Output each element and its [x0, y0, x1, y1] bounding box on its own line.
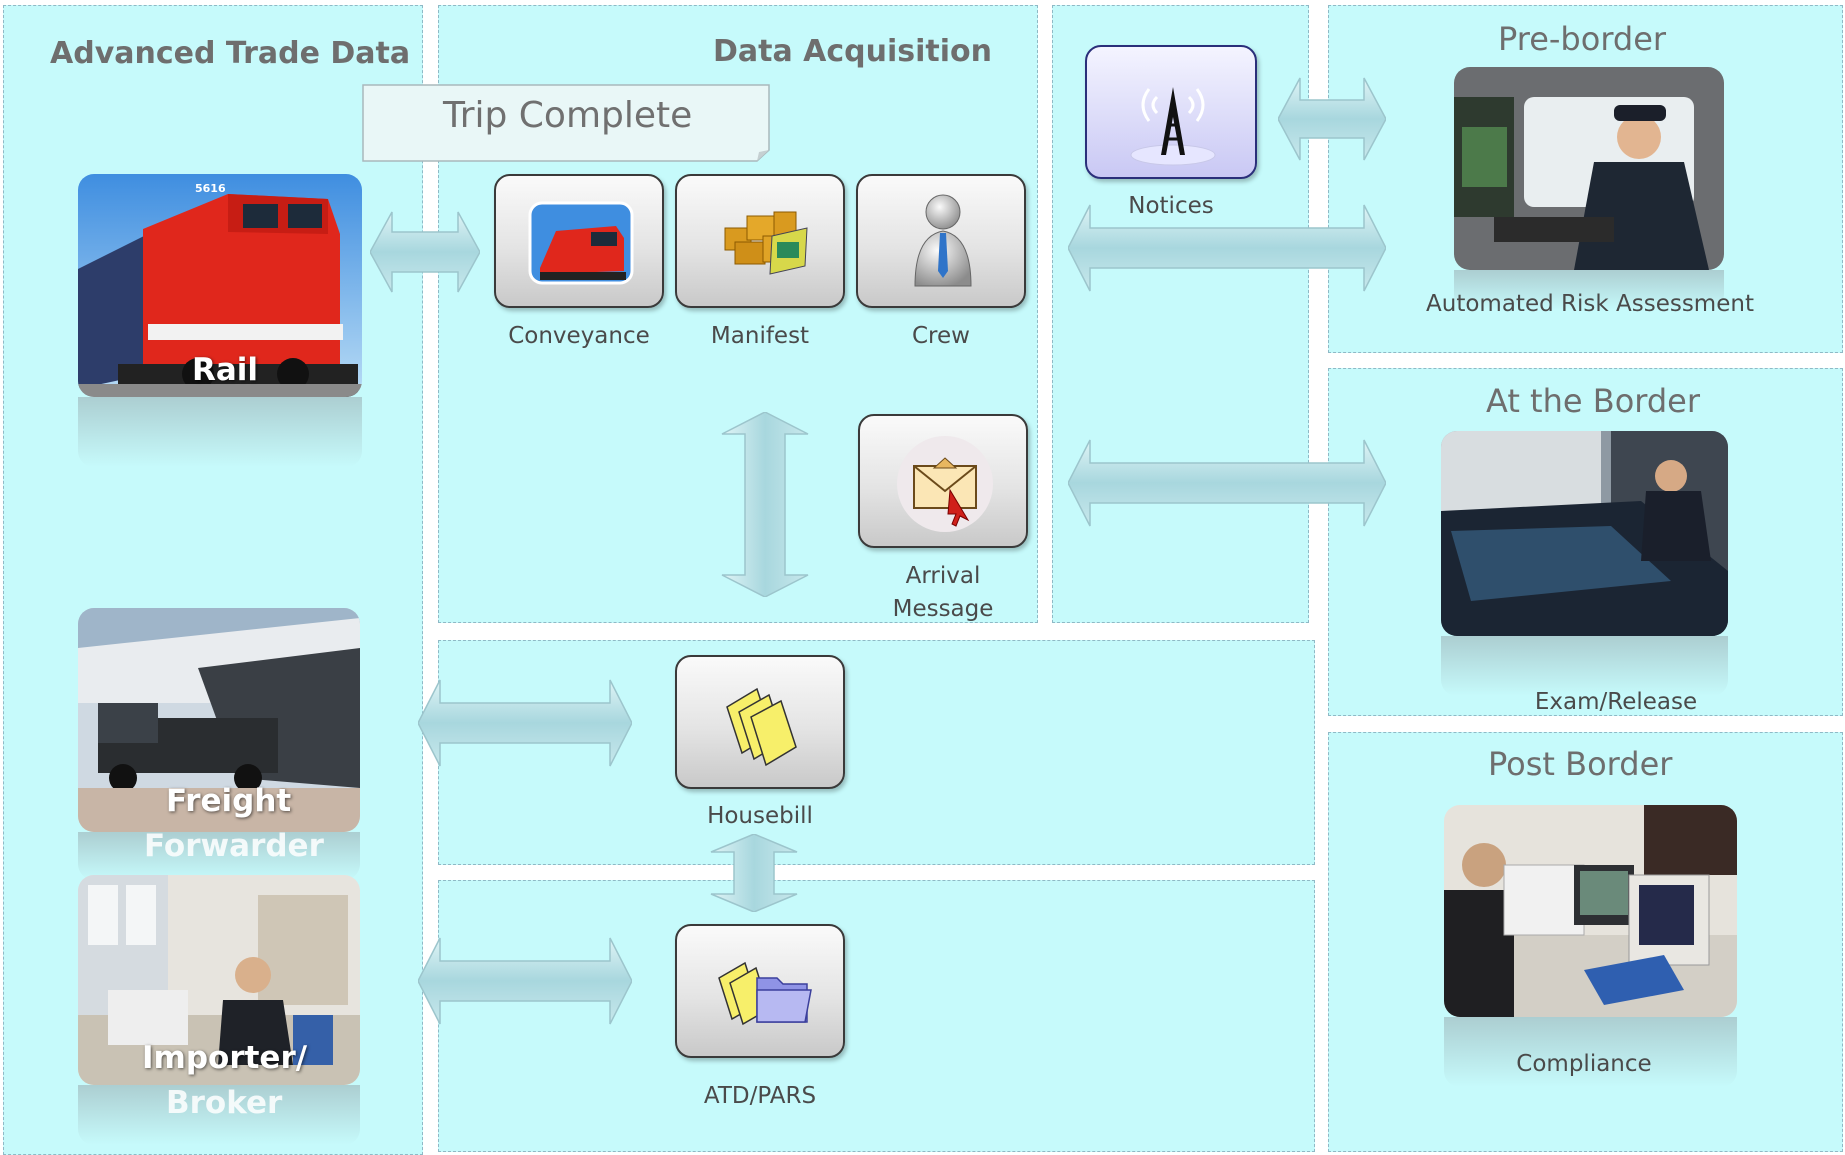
exam-release-photo: [1441, 431, 1728, 636]
housebill-atd-arrow: [710, 834, 798, 912]
rail-label: Rail: [192, 352, 259, 388]
arrival-message-label-line1: Arrival: [905, 563, 981, 589]
importer-broker-label-line2: Broker: [166, 1085, 283, 1121]
compliance-label: Compliance: [1516, 1051, 1652, 1077]
rail-photo: [78, 174, 362, 397]
freight-exchange-arrow: [418, 679, 632, 767]
crew-label: Crew: [912, 323, 970, 349]
trip-complete-callout: [362, 84, 770, 162]
border-exchange-arrow: [1068, 439, 1386, 527]
freight-forwarder-label-line1: Freight: [166, 783, 292, 819]
importer-broker-photo: [78, 875, 360, 1085]
rail-locomotive-number: 5616: [195, 182, 226, 195]
rail-exchange-arrow: [370, 211, 480, 293]
atd-pars-tile[interactable]: [675, 924, 845, 1058]
vertical-data-arrow: [721, 412, 809, 597]
trip-complete-label: Trip Complete: [443, 95, 693, 136]
atd-pars-label: ATD/PARS: [703, 1083, 817, 1109]
crew-tile[interactable]: [856, 174, 1026, 308]
conveyance-label: Conveyance: [508, 323, 650, 349]
freight-photo-reflection: [78, 832, 360, 880]
pre-border-title: Pre-border: [1498, 20, 1667, 58]
arrival-message-label-line2: Message: [892, 596, 994, 622]
conveyance-tile[interactable]: [494, 174, 664, 308]
risk-assessment-label: Automated Risk Assessment: [1426, 291, 1754, 317]
advanced-trade-data-title: Advanced Trade Data: [50, 36, 411, 71]
manifest-label: Manifest: [710, 323, 810, 349]
notices-tile[interactable]: [1085, 45, 1257, 179]
risk-assessment-photo: [1454, 67, 1724, 270]
manifest-tile[interactable]: [675, 174, 845, 308]
arrival-message-tile[interactable]: [858, 414, 1028, 548]
importer-exchange-arrow: [418, 937, 632, 1025]
housebill-panel: [438, 640, 1315, 865]
at-the-border-title: At the Border: [1486, 382, 1701, 420]
housebill-tile[interactable]: [675, 655, 845, 789]
freight-forwarder-photo: [78, 608, 360, 832]
housebill-label: Housebill: [707, 803, 813, 829]
risk-assessment-arrow: [1068, 204, 1386, 292]
compliance-photo: [1444, 805, 1737, 1017]
rail-photo-reflection: [78, 397, 362, 467]
notices-label: Notices: [1128, 193, 1214, 219]
exam-release-label: Exam/Release: [1534, 689, 1698, 715]
importer-broker-label-line1: Importer/: [142, 1040, 308, 1076]
post-border-title: Post Border: [1488, 745, 1673, 783]
risk-photo-reflection: [1454, 270, 1724, 310]
compliance-photo-reflection: [1444, 1017, 1737, 1087]
freight-forwarder-label-line2: Forwarder: [144, 828, 324, 864]
data-acquisition-title: Data Acquisition: [713, 34, 993, 69]
exam-photo-reflection: [1441, 636, 1728, 696]
notices-exchange-arrow: [1278, 77, 1386, 161]
atd-pars-panel: [438, 880, 1315, 1152]
importer-photo-reflection: [78, 1085, 360, 1145]
